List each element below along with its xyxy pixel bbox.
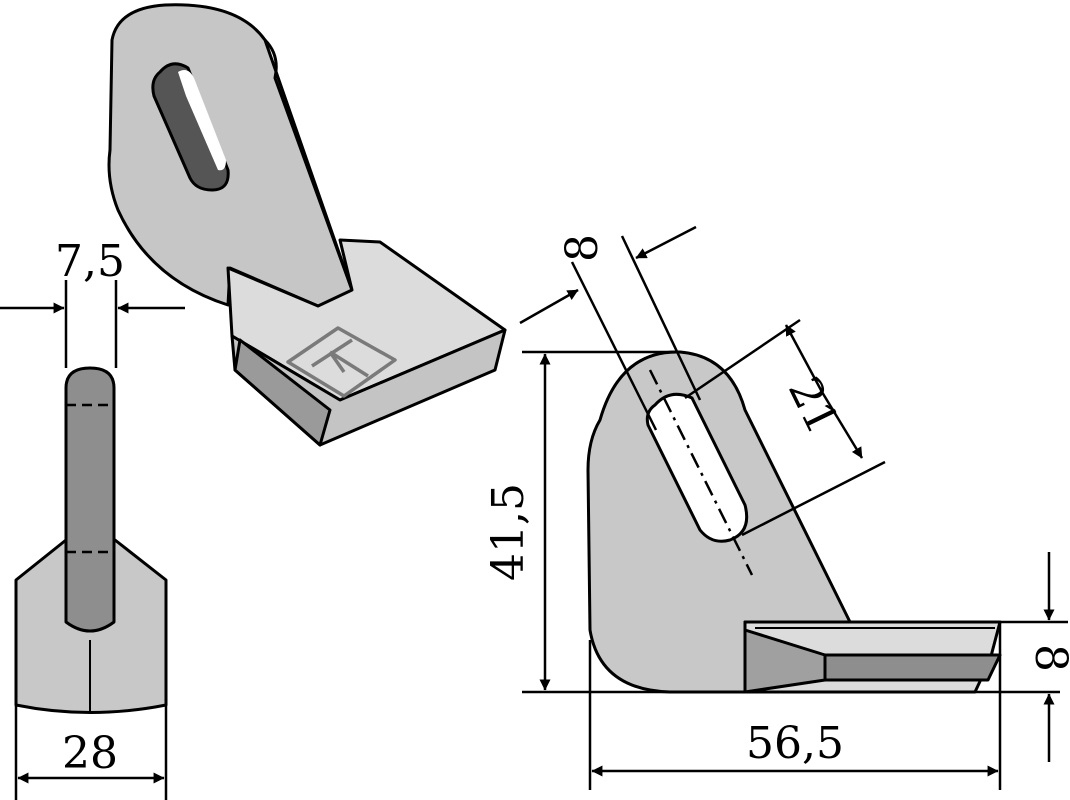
side-view: [586, 350, 1002, 694]
dim-length-label: 56,5: [746, 718, 844, 769]
side-view-edge-dark: [823, 653, 1002, 682]
dim-length: [588, 622, 1002, 790]
iso-slot-light: [178, 70, 226, 171]
iso-slot: [151, 62, 230, 192]
maker-logo: [286, 326, 397, 398]
dim-edge-height-label: 8: [1025, 644, 1070, 672]
dim-height-label: 41,5: [483, 483, 534, 581]
iso-blade-bevel: [233, 338, 332, 447]
dim-base-width: [14, 705, 168, 800]
isometric-view: [107, 3, 507, 447]
dim-base-width-label: 28: [62, 728, 118, 779]
dim-thickness: [0, 280, 185, 368]
end-view: [14, 366, 168, 714]
dim-slot-length-label: 21: [778, 369, 848, 442]
side-view-slot: [645, 392, 749, 543]
iso-flat-plate: [107, 3, 354, 309]
end-view-rib: [64, 366, 116, 633]
dim-slot-width-label: 8: [557, 234, 608, 262]
dim-slot-width: [519, 225, 702, 431]
iso-plate-edge: [263, 38, 354, 291]
dim-thickness-label: 7,5: [55, 236, 125, 287]
dim-height: [522, 350, 1060, 694]
dim-slot-length: [684, 318, 886, 537]
dim-edge-height: [1000, 552, 1068, 762]
